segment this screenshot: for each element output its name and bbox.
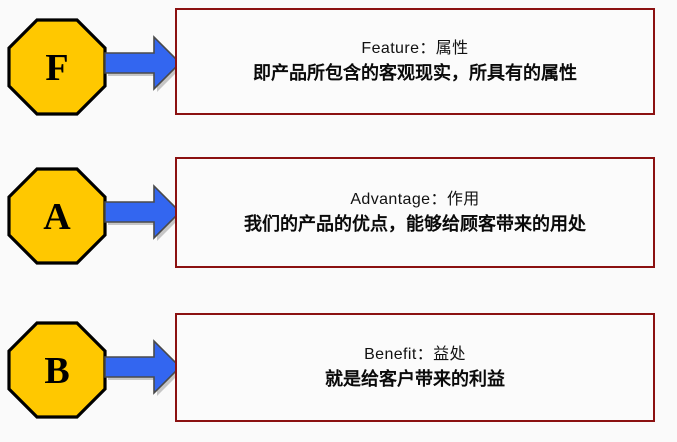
fab-title-feature: Feature：属性 [361,39,469,57]
octagon-badge-b[interactable]: B [7,321,107,419]
text-box-advantage: Advantage：作用 我们的产品的优点，能够给顾客带来的用处 [175,157,655,268]
right-arrow-icon [104,35,183,92]
arrow-benefit [100,336,183,398]
fab-title-benefit: Benefit：益处 [364,345,466,363]
fab-desc-advantage: 我们的产品的优点，能够给顾客带来的用处 [244,214,586,235]
badge-letter: A [43,196,71,238]
badge-letter: B [44,350,69,392]
fab-title-advantage: Advantage：作用 [350,190,480,208]
badge-letter: F [45,47,68,89]
arrow-feature [100,32,183,94]
octagon-shape: B [7,321,107,419]
fab-row-advantage: A Advantage：作用 我们的产品的优点，能够给顾客带来的用处 [0,150,677,274]
fab-desc-feature: 即产品所包含的客观现实，所具有的属性 [253,63,577,84]
arrow-advantage [100,181,183,243]
text-box-benefit: Benefit：益处 就是给客户带来的利益 [175,313,655,422]
fab-row-benefit: B Benefit：益处 就是给客户带来的利益 [0,306,677,432]
octagon-shape: F [7,18,107,116]
fab-row-feature: F Feature：属性 即产品所包含的客观现实，所具有的属性 [0,0,677,124]
octagon-shape: A [7,167,107,265]
right-arrow-icon [104,339,183,396]
right-arrow-icon [104,184,183,241]
fab-desc-benefit: 就是给客户带来的利益 [325,369,505,390]
text-box-feature: Feature：属性 即产品所包含的客观现实，所具有的属性 [175,8,655,115]
octagon-badge-a[interactable]: A [7,167,107,265]
octagon-badge-f[interactable]: F [7,18,107,116]
